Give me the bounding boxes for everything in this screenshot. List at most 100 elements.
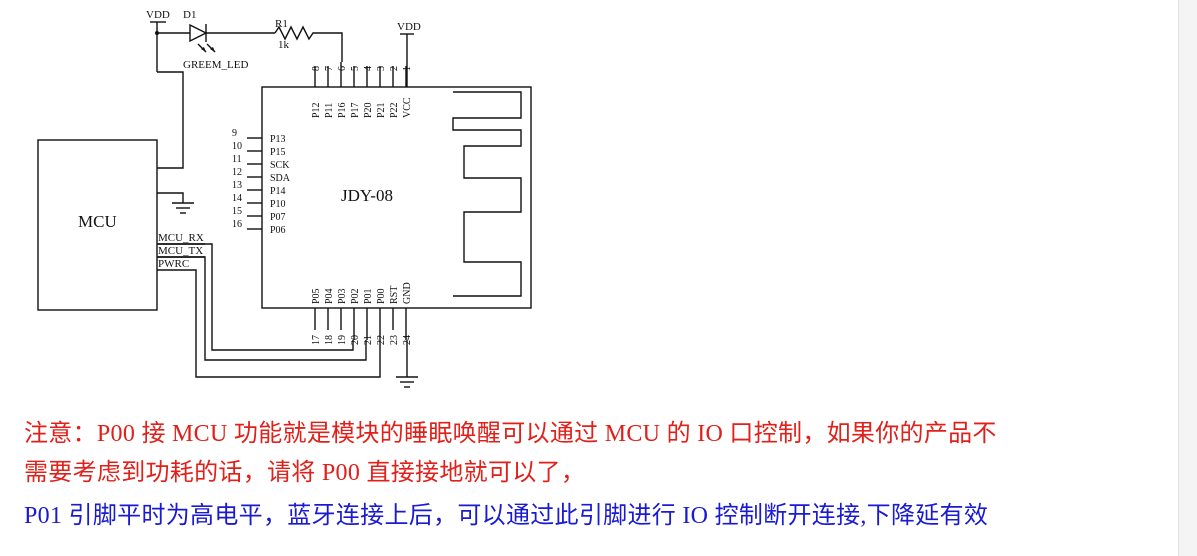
pin-number: 7 [324, 66, 335, 71]
mcu-rx-label: MCU_RX [158, 232, 204, 244]
pin-name: SCK [270, 160, 290, 171]
pin-name: P15 [270, 147, 286, 158]
mcu-ground-symbol [157, 192, 194, 214]
pin-number: 4 [363, 66, 374, 71]
pin-number: 8 [311, 66, 322, 71]
d1-value-label: GREEM_LED [183, 59, 248, 71]
module-ground-symbol [396, 340, 418, 388]
pin-number: 18 [324, 335, 335, 345]
bottom-pin: P05 17 [311, 288, 322, 345]
pin-name: RST [389, 286, 400, 304]
pin-name: P12 [311, 102, 322, 118]
r1-ref-label: R1 [275, 18, 288, 30]
pin-name: P03 [337, 288, 348, 304]
led-to-mcu-wire [157, 71, 184, 169]
d1-led-symbol [157, 23, 275, 53]
pin-name: P07 [270, 212, 286, 223]
pin-name: P02 [350, 288, 361, 304]
pin-name: P16 [337, 102, 348, 118]
pin-name: P04 [324, 288, 335, 304]
r1-value-label: 1k [278, 39, 290, 51]
pin-number: 6 [337, 66, 348, 71]
pin-name: P17 [350, 102, 361, 118]
pin-name: VCC [402, 97, 413, 118]
pin-name: GND [402, 282, 413, 304]
pin-number: 22 [376, 335, 387, 345]
pin-number: 17 [311, 335, 322, 345]
bottom-pin-group: P05 17 P04 18 P03 19 P02 20 P01 21 P00 22 RST 2… [311, 282, 413, 345]
vdd-right-symbol [400, 33, 414, 87]
pin-number: 19 [337, 335, 348, 345]
pin-name: P14 [270, 186, 286, 197]
bottom-pin: P01 21 [363, 288, 374, 345]
r1-resistor-symbol [274, 25, 343, 62]
pin-name: P01 [363, 288, 374, 304]
bottom-pin: P02 20 [350, 288, 361, 345]
pin-name: SDA [270, 173, 291, 184]
pin-number: 23 [389, 335, 400, 345]
pin-number: 2 [389, 66, 400, 71]
pin-name: P21 [376, 102, 387, 118]
pin-name: P13 [270, 134, 286, 145]
note-line-3: P01 引脚平时为高电平，蓝牙连接上后，可以通过此引脚进行 IO 控制断开连接,… [24, 503, 989, 529]
pin-number: 15 [232, 206, 242, 217]
pin-number: 9 [232, 128, 237, 139]
pin-number: 5 [350, 66, 361, 71]
mcu-label: MCU [78, 212, 117, 231]
bottom-pin: P03 19 [337, 288, 348, 345]
scrollbar[interactable] [1178, 0, 1197, 556]
pin-number: 14 [232, 193, 242, 204]
jdy08-module-block [261, 86, 532, 309]
schematic-diagram: VDD D1 GREEM_LED R1 1k VDD MCU [37, 9, 532, 388]
bottom-pin: P00 22 [376, 288, 387, 345]
pin-name: P11 [324, 103, 335, 118]
pin-number: 16 [232, 219, 242, 230]
pwrc-label: PWRC [158, 258, 189, 270]
pin-name: P00 [376, 288, 387, 304]
vdd-left-symbol [150, 21, 166, 72]
module-label: JDY-08 [341, 186, 393, 205]
pin-name: P06 [270, 225, 286, 236]
pin-number: 12 [232, 167, 242, 178]
pin-number: 21 [363, 335, 374, 345]
mcu-signal-wires [157, 243, 381, 378]
note-line-2: 需要考虑到功耗的话，请将 P00 直接接地就可以了， [24, 460, 586, 486]
mcu-block [37, 139, 158, 311]
bottom-pin: P04 18 [324, 288, 335, 345]
pin-number: 11 [232, 154, 242, 165]
d1-ref-label: D1 [183, 9, 196, 21]
pin-name: P10 [270, 199, 286, 210]
pin-number: 24 [402, 335, 413, 345]
pin-name: P22 [389, 102, 400, 118]
note-line-1: 注意：P00 接 MCU 功能就是模块的睡眠唤醒可以通过 MCU 的 IO 口控… [24, 421, 997, 447]
pcb-antenna-trace [452, 91, 522, 297]
pin-number: 3 [376, 66, 387, 71]
pin-number: 10 [232, 141, 242, 152]
pin-number: 13 [232, 180, 242, 191]
vdd-left-label: VDD [146, 9, 170, 21]
mcu-tx-label: MCU_TX [158, 245, 203, 257]
vdd-right-label: VDD [397, 21, 421, 33]
bottom-pin: GND 24 [402, 282, 413, 345]
pin-number: 20 [350, 335, 361, 345]
pin-name: P05 [311, 288, 322, 304]
pin-number: 1 [402, 66, 413, 71]
bottom-pin: RST 23 [389, 286, 400, 345]
